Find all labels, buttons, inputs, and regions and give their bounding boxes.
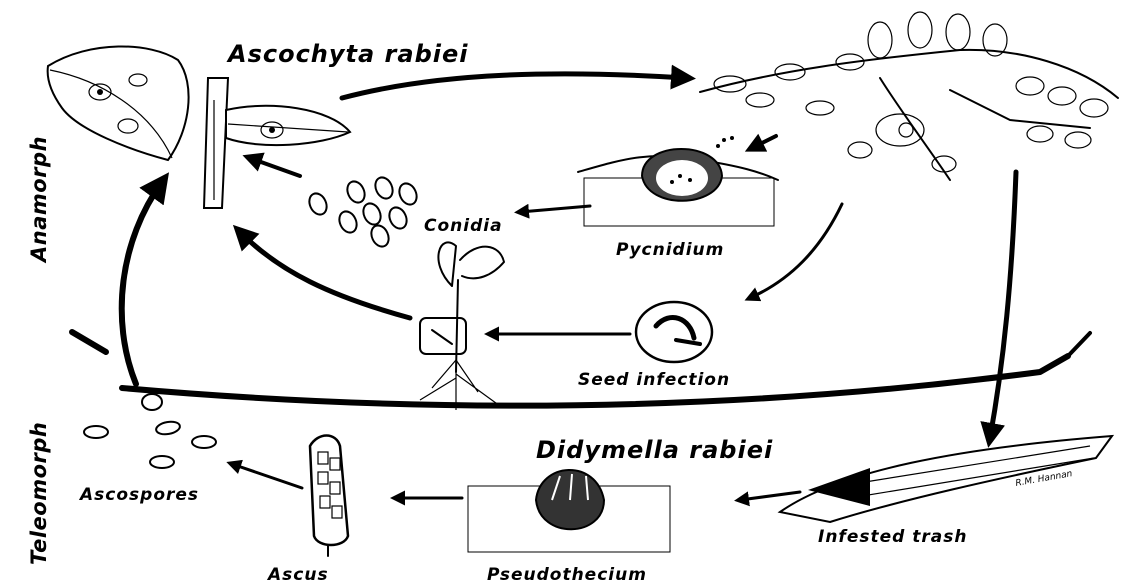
arrow-conidia-to-leaf [250, 158, 300, 176]
infested-trash-label: Infested trash [818, 527, 967, 547]
arrow-leaf-to-plant [342, 74, 686, 98]
conidia-illustration [306, 175, 420, 250]
pseudothecium-label: Pseudothecium [487, 565, 647, 582]
ascus-label: Ascus [266, 565, 329, 582]
seedling-illustration [420, 242, 504, 410]
arrow-trash-to-pseudothecium [740, 492, 800, 500]
arrow-seedling-to-leaf [240, 232, 410, 318]
arrow-pycnidium-to-seed [750, 204, 842, 298]
arrow-ascospores-to-leaf [122, 182, 162, 384]
infected-leaf-illustration [48, 46, 350, 208]
arrow-plant-to-pycnidium [752, 136, 776, 148]
seed-infection-label: Seed infection [578, 370, 730, 390]
ascospores-illustration [84, 394, 216, 468]
ascospores-label: Ascospores [78, 485, 199, 505]
arrow-pycnidium-to-conidia [520, 206, 590, 212]
arrow-plant-to-trash [990, 172, 1016, 438]
anamorph-species-title: Ascochyta rabiei [226, 40, 469, 68]
arrow-ascus-to-ascospores [232, 464, 302, 488]
ascus-illustration [310, 436, 348, 557]
phase-divider-tail [1068, 333, 1090, 356]
anamorph-phase-label: Anamorph [27, 136, 51, 264]
infected-seed-illustration [636, 302, 712, 362]
pseudothecium-illustration [468, 470, 670, 552]
teleomorph-phase-label: Teleomorph [27, 422, 51, 565]
teleomorph-species-title: Didymella rabiei [536, 436, 773, 464]
pycnidium-illustration [578, 136, 778, 226]
conidia-label: Conidia [424, 216, 503, 236]
phase-divider-left-stub [72, 332, 106, 352]
pycnidium-label: Pycnidium [616, 240, 724, 260]
infected-plant-illustration [700, 12, 1118, 180]
